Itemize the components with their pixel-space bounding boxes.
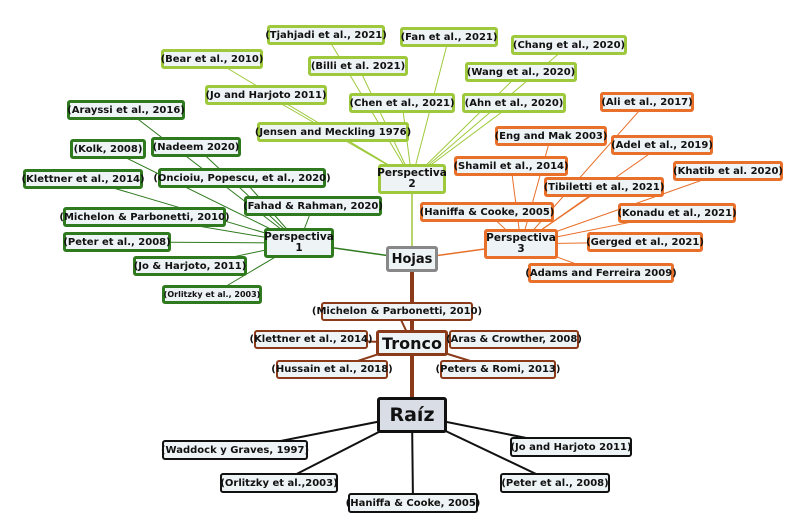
- reference-node[interactable]: (Chen et al., 2021): [349, 93, 455, 113]
- reference-node[interactable]: (Orlitzky et al., 2003): [162, 285, 262, 304]
- reference-node[interactable]: (Orlitzky et al.,2003): [220, 473, 338, 493]
- reference-node[interactable]: (Adams and Ferreira 2009): [525, 263, 677, 283]
- reference-node[interactable]: (Peter et al., 2008): [500, 473, 610, 493]
- reference-node[interactable]: (Tibiletti et al., 2021): [544, 177, 664, 197]
- reference-node[interactable]: (Jo & Harjoto, 2011): [133, 256, 247, 276]
- reference-node[interactable]: (Shamil et al., 2014): [453, 156, 569, 176]
- reference-node[interactable]: (Peters & Romi, 2013): [436, 360, 560, 379]
- reference-node[interactable]: (Ahn et al., 2020): [462, 93, 566, 113]
- reference-node[interactable]: (Nadeem 2020): [151, 137, 241, 157]
- reference-node[interactable]: (Klettner et al., 2014): [249, 330, 373, 349]
- reference-node[interactable]: (Haniffa & Cooke, 2005): [420, 202, 554, 222]
- connector-line: [411, 71, 522, 180]
- reference-node[interactable]: (Tjahjadi et al., 2021): [265, 25, 387, 45]
- reference-node[interactable]: (Kolk, 2008): [70, 139, 146, 159]
- reference-node[interactable]: (Michelon & Parbonetti, 2010): [312, 302, 482, 321]
- reference-node[interactable]: (Haniffa & Cooke, 2005): [346, 493, 480, 513]
- leaves-node[interactable]: Hojas: [386, 246, 438, 272]
- connector-line: [107, 148, 300, 244]
- reference-node[interactable]: (Wang et al., 2020): [465, 62, 577, 82]
- reference-node[interactable]: (Bear et al., 2010): [161, 49, 263, 69]
- reference-node[interactable]: (Fahad & Rahman, 2020): [243, 196, 383, 216]
- reference-node[interactable]: (Peter et al., 2008): [63, 232, 171, 252]
- reference-node[interactable]: (Chang et al., 2020): [511, 35, 627, 55]
- reference-node[interactable]: (Jo and Harjoto 2011): [205, 85, 327, 105]
- root-node[interactable]: Raíz: [377, 397, 447, 433]
- reference-node[interactable]: (Fan et al., 2021): [400, 27, 498, 47]
- reference-node[interactable]: (Eng and Mak 2003): [495, 126, 607, 146]
- reference-node[interactable]: (Arayssi et al., 2016): [67, 100, 185, 120]
- reference-node[interactable]: (Gerged et al., 2021): [586, 232, 704, 252]
- trunk-node[interactable]: Tronco: [376, 330, 448, 356]
- reference-node[interactable]: (Klettner et al., 2014): [21, 169, 145, 189]
- reference-node[interactable]: (Michelon & Parbonetti, 2010): [59, 207, 230, 227]
- reference-node[interactable]: (Waddock y Graves, 1997): [161, 440, 309, 460]
- reference-node[interactable]: (Jo and Harjoto 2011): [510, 437, 632, 457]
- reference-node[interactable]: (Hussain et al., 2018): [271, 360, 393, 379]
- reference-node[interactable]: (Billi et al. 2021): [308, 56, 408, 76]
- connector-line: [520, 135, 552, 245]
- reference-node[interactable]: (Konadu et al., 2021): [617, 203, 737, 223]
- reference-node[interactable]: (Adel et al., 2019): [611, 135, 713, 155]
- reference-node[interactable]: (Jensen and Meckling 1976): [255, 122, 411, 142]
- reference-node[interactable]: (Khatib et al. 2020): [673, 161, 783, 181]
- connector-line: [195, 146, 300, 244]
- reference-node[interactable]: (Oncioiu, Popescu, et al., 2020): [153, 168, 331, 188]
- reference-node[interactable]: (Ali et al., 2017): [600, 92, 694, 112]
- reference-node[interactable]: (Aras & Crowther, 2008): [446, 330, 582, 349]
